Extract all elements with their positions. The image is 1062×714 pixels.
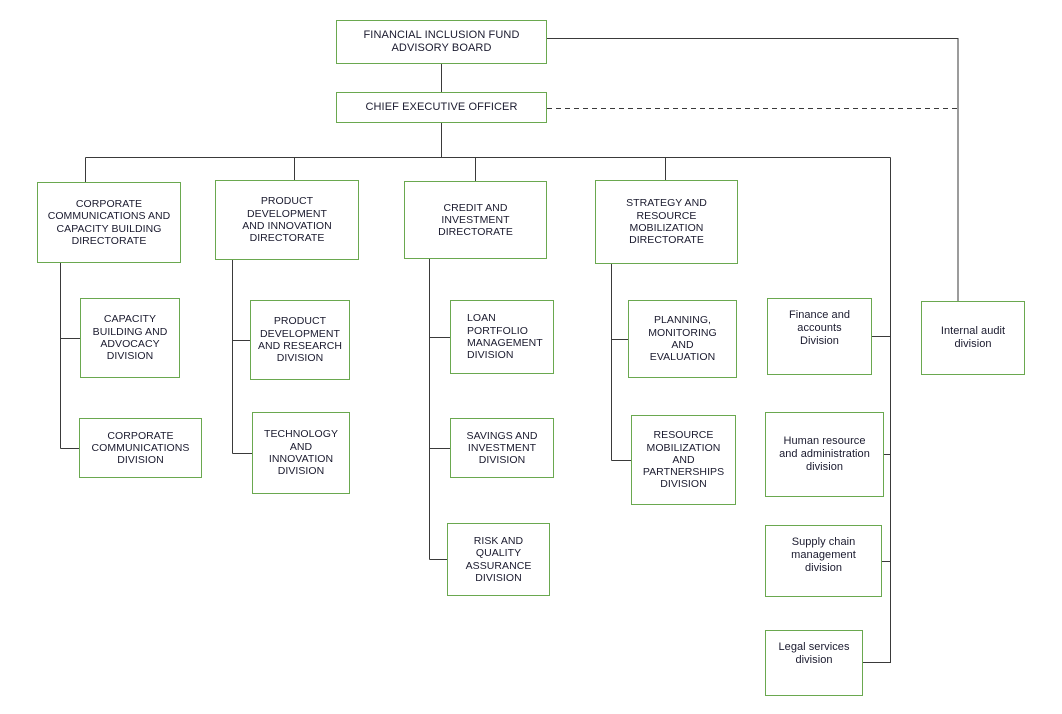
- node-label: CREDIT AND INVESTMENT DIRECTORATE: [438, 201, 513, 239]
- node-product-development-research-division[interactable]: PRODUCT DEVELOPMENT AND RESEARCH DIVISIO…: [250, 300, 350, 380]
- node-label: CORPORATE COMMUNICATIONS DIVISION: [91, 429, 190, 467]
- node-label: LOAN PORTFOLIO MANAGEMENT DIVISION: [467, 312, 543, 362]
- node-credit-investment-directorate[interactable]: CREDIT AND INVESTMENT DIRECTORATE: [404, 181, 547, 259]
- node-risk-quality-assurance-division[interactable]: RISK AND QUALITY ASSURANCE DIVISION: [447, 523, 550, 596]
- node-product-development-directorate[interactable]: PRODUCT DEVELOPMENT AND INNOVATION DIREC…: [215, 180, 359, 260]
- node-strategy-resource-directorate[interactable]: STRATEGY AND RESOURCE MOBILIZATION DIREC…: [595, 180, 738, 264]
- node-finance-accounts-division[interactable]: Finance and accounts Division: [767, 298, 872, 375]
- node-corporate-communications-division[interactable]: CORPORATE COMMUNICATIONS DIVISION: [79, 418, 202, 478]
- node-label: TECHNOLOGY AND INNOVATION DIVISION: [263, 428, 338, 478]
- node-legal-services-division[interactable]: Legal services division: [765, 630, 863, 696]
- node-loan-portfolio-management-division[interactable]: LOAN PORTFOLIO MANAGEMENT DIVISION: [450, 300, 554, 374]
- node-label: PLANNING, MONITORING AND EVALUATION: [648, 314, 717, 364]
- node-label: RISK AND QUALITY ASSURANCE DIVISION: [465, 534, 532, 584]
- node-label: SAVINGS AND INVESTMENT DIVISION: [466, 429, 538, 467]
- node-label: CAPACITY BUILDING AND ADVOCACY DIVISION: [92, 313, 168, 363]
- node-capacity-building-advocacy-division[interactable]: CAPACITY BUILDING AND ADVOCACY DIVISION: [80, 298, 180, 378]
- node-label: Legal services division: [778, 641, 850, 666]
- node-technology-innovation-division[interactable]: TECHNOLOGY AND INNOVATION DIVISION: [252, 412, 350, 494]
- node-advisory-board[interactable]: FINANCIAL INCLUSION FUND ADVISORY BOARD: [336, 20, 547, 64]
- node-label: Finance and accounts Division: [788, 309, 851, 347]
- node-label: STRATEGY AND RESOURCE MOBILIZATION DIREC…: [626, 197, 707, 247]
- node-chief-executive-officer[interactable]: CHIEF EXECUTIVE OFFICER: [336, 92, 547, 123]
- node-label: Human resource and administration divisi…: [779, 435, 870, 473]
- node-supply-chain-management-division[interactable]: Supply chain management division: [765, 525, 882, 597]
- node-resource-mobilization-partnerships-division[interactable]: RESOURCE MOBILIZATION AND PARTNERSHIPS D…: [631, 415, 736, 505]
- node-label: Supply chain management division: [791, 536, 856, 574]
- node-label: RESOURCE MOBILIZATION AND PARTNERSHIPS D…: [642, 429, 725, 491]
- node-label: PRODUCT DEVELOPMENT AND INNOVATION DIREC…: [242, 195, 332, 245]
- node-label: FINANCIAL INCLUSION FUND ADVISORY BOARD: [363, 29, 520, 54]
- node-label: PRODUCT DEVELOPMENT AND RESEARCH DIVISIO…: [257, 315, 343, 365]
- node-planning-monitoring-evaluation-division[interactable]: PLANNING, MONITORING AND EVALUATION: [628, 300, 737, 378]
- node-label: Internal audit division: [940, 325, 1006, 350]
- node-internal-audit-division[interactable]: Internal audit division: [921, 301, 1025, 375]
- node-label: CHIEF EXECUTIVE OFFICER: [365, 101, 518, 114]
- node-human-resource-administration-division[interactable]: Human resource and administration divisi…: [765, 412, 884, 497]
- node-savings-investment-division[interactable]: SAVINGS AND INVESTMENT DIVISION: [450, 418, 554, 478]
- node-label: CORPORATE COMMUNICATIONS AND CAPACITY BU…: [47, 197, 171, 247]
- node-corporate-communications-directorate[interactable]: CORPORATE COMMUNICATIONS AND CAPACITY BU…: [37, 182, 181, 263]
